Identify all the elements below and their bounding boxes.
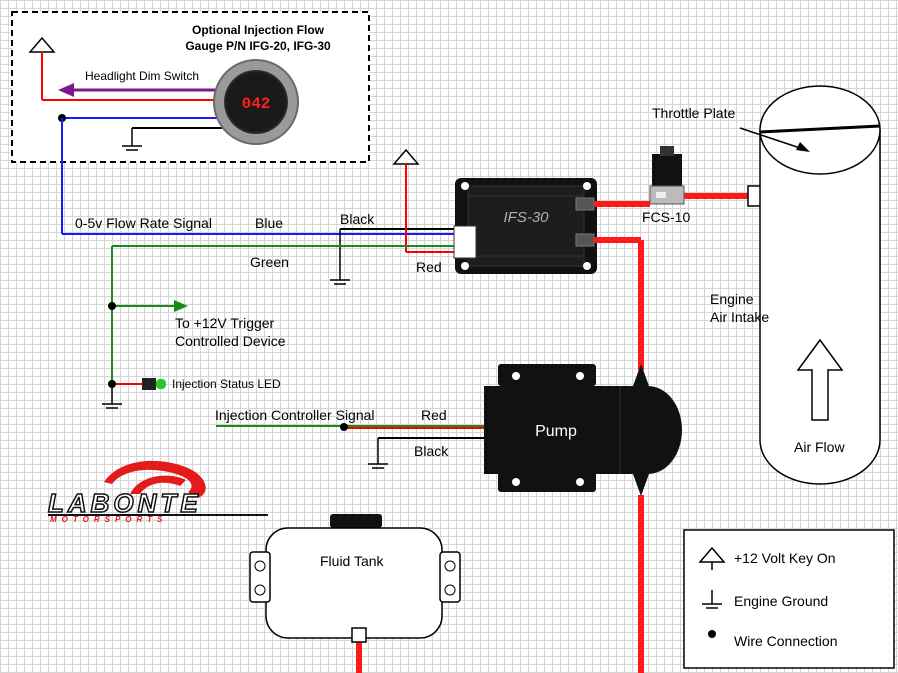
- legend-connection: Wire Connection: [734, 633, 838, 649]
- black-label: Black: [340, 211, 375, 227]
- headlight-wire: [58, 83, 222, 97]
- engine-air-intake: [739, 85, 881, 485]
- controller-power-wire: [392, 148, 456, 253]
- pump: [484, 364, 682, 496]
- red-label: Red: [416, 259, 442, 275]
- green-wire: [111, 245, 456, 384]
- trigger-label-line2: Controlled Device: [175, 333, 286, 349]
- valve-label: FCS-10: [642, 209, 690, 225]
- trigger-label-line1: To +12V Trigger: [175, 315, 275, 331]
- fluid-tank: [249, 514, 461, 643]
- engine-label-line2: Air Intake: [710, 309, 769, 325]
- gauge-title-line1: Optional Injection Flow: [192, 23, 325, 37]
- flow-signal-label: 0-5v Flow Rate Signal: [75, 215, 212, 231]
- gauge-ground: [122, 127, 222, 151]
- connection-dot: [108, 302, 116, 310]
- legend: +12 Volt Key On Engine Ground Wire Conne…: [683, 529, 895, 669]
- fluid-lines: [356, 193, 750, 673]
- pump-black-label: Black: [414, 443, 449, 459]
- controller-label: IFS-30: [503, 209, 549, 226]
- blue-label: Blue: [255, 215, 283, 231]
- ground-icon: [702, 590, 722, 609]
- flow-signal-wire: [61, 118, 456, 235]
- controller-ground-wire: [330, 228, 456, 285]
- tank-label: Fluid Tank: [320, 553, 385, 569]
- airflow-label: Air Flow: [794, 439, 845, 455]
- fcs10-valve: [649, 146, 685, 205]
- throttle-label: Throttle Plate: [652, 105, 735, 121]
- status-led: [102, 378, 166, 409]
- connection-icon: [708, 630, 716, 638]
- pump-red-label: Red: [421, 407, 447, 423]
- ifs30-controller: [453, 178, 597, 274]
- controller-signal-wire: [216, 425, 488, 469]
- pump-label: Pump: [535, 423, 577, 440]
- labonte-logo: LABONTE MOTORSPORTS: [47, 460, 268, 524]
- controller-signal-label: Injection Controller Signal: [215, 407, 375, 423]
- legend-ground: Engine Ground: [734, 593, 828, 609]
- engine-label-line1: Engine: [710, 291, 754, 307]
- green-label: Green: [250, 254, 289, 270]
- legend-key-on: +12 Volt Key On: [734, 550, 836, 566]
- gauge-display: 042: [242, 95, 271, 113]
- logo-sub: MOTORSPORTS: [50, 515, 167, 524]
- flow-gauge: 042: [213, 59, 299, 145]
- gauge-title-line2: Gauge P/N IFG-20, IFG-30: [185, 39, 331, 53]
- led-label: Injection Status LED: [172, 377, 281, 391]
- headlight-label: Headlight Dim Switch: [85, 69, 199, 83]
- key-on-symbol-gauge: [28, 36, 222, 101]
- connection-dot: [340, 423, 348, 431]
- logo-name: LABONTE: [48, 488, 202, 518]
- connection-dot: [108, 380, 116, 388]
